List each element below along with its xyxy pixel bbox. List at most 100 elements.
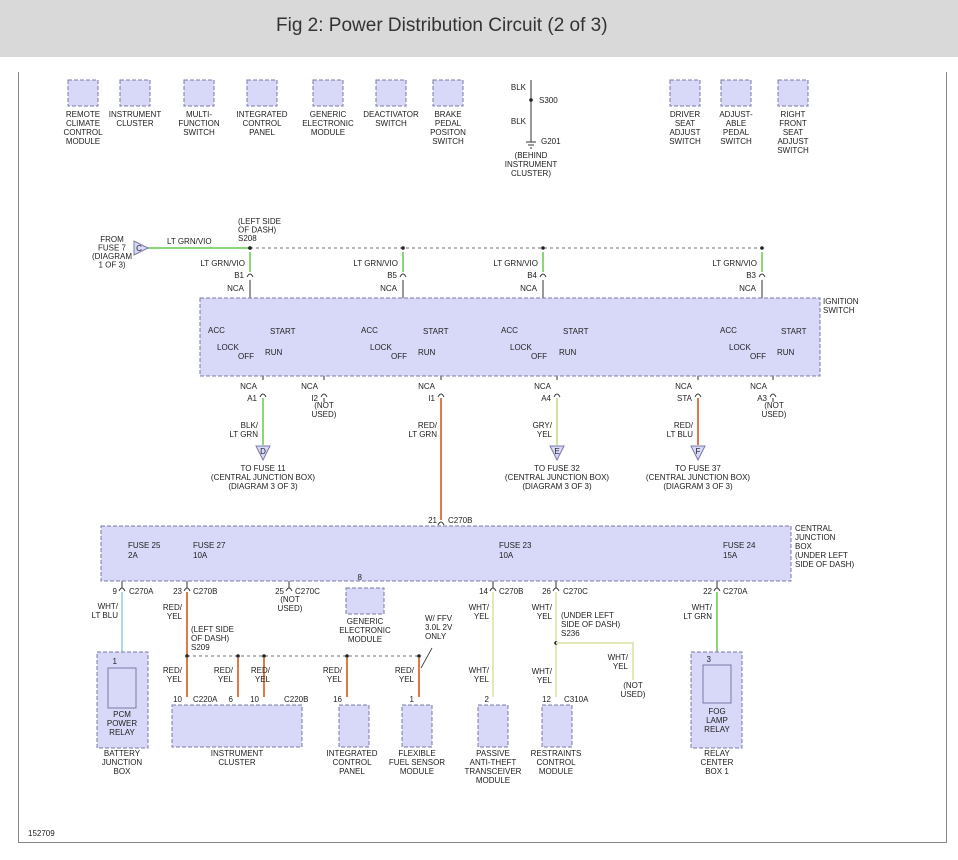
cjb-label: JUNCTION [795,533,836,542]
ignition-switch-label: SWITCH [823,306,855,315]
ignition-output-pin: A4 [541,394,551,403]
position-acc: ACC [361,326,378,335]
bus-tap-dot [248,246,252,250]
splice-s300 [529,98,533,102]
ffv-note: ONLY [425,632,447,641]
passive-anti-theft-label: ANTI-THEFT [470,758,517,767]
position-lock: LOCK [510,343,532,352]
ignition-input-pin: B1 [234,271,244,280]
cjb-connector-label: C270C [295,587,320,596]
nca-label: NCA [675,382,693,391]
position-run: RUN [559,348,577,357]
connector-c-letter: C [136,244,142,253]
cjb-label: BOX [795,542,813,551]
integrated-control-panel-label: INTEGRATED [327,749,378,758]
nca-label: NCA [750,382,768,391]
not-used-label: (NOT [623,681,643,690]
top-component-label: CLUSTER [116,119,154,128]
nca-label: NCA [301,382,319,391]
wire-wht-yel-color: WHT/ [532,603,553,612]
figure-number: 152709 [28,829,55,838]
position-run: RUN [265,348,283,357]
top-component-label: MODULE [311,128,345,137]
bus-tap-dot [401,246,405,250]
restraints-control-label: RESTRAINTS [531,749,582,758]
ground-location-note: CLUSTER) [511,169,551,178]
cjb-label: SIDE OF DASH) [795,560,854,569]
diagram-frame [18,72,947,843]
top-component-label: SWITCH [777,146,809,155]
module-pin: 3 [707,655,712,664]
top-component-label: GENERIC [310,110,347,119]
passive-anti-theft-box [477,704,509,748]
module-pin-connector: C220B [284,695,308,704]
ignition-output-pin: I1 [428,394,435,403]
top-component-box [777,79,809,107]
wire-wht-yel-color: YEL [613,662,629,671]
page-title: Fig 2: Power Distribution Circuit (2 of … [276,15,608,36]
cjb-connector-label: C270B [193,587,217,596]
top-component-label: SEAT [783,128,803,137]
wire-red-lt-grn-color: RED/ [418,421,438,430]
to-fuse-37-label: TO FUSE 37 [675,464,721,473]
top-component-label: ELECTRONIC [302,119,354,128]
cjb-pin: 23 [173,587,182,596]
ground-wire-color: BLK [511,83,527,92]
top-component-label: DEACTIVATOR [363,110,419,119]
wire-wht-yel-color: WHT/ [469,603,490,612]
wire-red-yel-color: RED/ [163,666,183,675]
top-component-label: MODULE [66,137,100,146]
wire-red-yel-color: YEL [327,675,343,684]
top-component-label: ADJUST [777,137,808,146]
position-acc: ACC [501,326,518,335]
to-fuse-32-label: TO FUSE 32 [534,464,580,473]
nca-label: NCA [380,284,398,293]
top-component-label: ABLE [726,119,746,128]
instrument-cluster-label: CLUSTER [218,758,256,767]
restraints-control-box [541,704,573,748]
central-junction-box [100,525,792,582]
wire-red-yel-color: RED/ [214,666,234,675]
ignition-input-connector [399,273,407,278]
feed-source-label: (DIAGRAM [92,252,132,261]
ground-location-note: INSTRUMENT [505,160,558,169]
connector-e-flag-letter: E [554,447,559,456]
to-fuse-11-label: TO FUSE 11 [240,464,286,473]
splice-s236-label: SIDE OF DASH) [561,620,620,629]
cjb-pin: 8 [358,573,363,582]
cjb-input-connector [437,521,445,526]
not-used-label: (NOT [280,595,300,604]
battery-junction-box-label: JUNCTION [102,758,143,767]
ground-g201-label: G201 [541,137,561,146]
top-component-label: POSITON [430,128,466,137]
top-component-label: INSTRUMENT [109,110,162,119]
generic-electronic-module-label: MODULE [348,635,382,644]
splice-s209-label: OF DASH) [191,634,230,643]
top-component-label: SWITCH [720,137,752,146]
instrument-cluster-label: INSTRUMENT [211,749,264,758]
wire-red-yel-color: YEL [167,612,183,621]
wire-blk-lt-grn-color: BLK/ [241,421,259,430]
passive-anti-theft-label: MODULE [476,776,510,785]
fog-lamp-relay-label: LAMP [706,716,728,725]
ignition-switch-label: IGNITION [823,297,859,306]
position-off: OFF [238,352,254,361]
cjb-input-pin: 21 [428,516,437,525]
bus-tap-dot [417,654,421,658]
connector-f-flag-letter: F [696,447,701,456]
top-component-label: SWITCH [375,119,407,128]
fuse-name: FUSE 23 [499,541,532,550]
nca-label: NCA [739,284,757,293]
ignition-output-connector [320,393,328,398]
position-lock: LOCK [729,343,751,352]
top-component-label: CONTROL [63,128,103,137]
wire-red-lt-blu-color: RED/ [674,421,694,430]
bus-tap-dot [541,246,545,250]
top-component-box [375,79,407,107]
ignition-feed-wire-color: LT GRN/VIO [353,259,398,268]
feed-wire-color: LT GRN/VIO [167,237,212,246]
wire-wht-yel-color: WHT/ [532,667,553,676]
fog-lamp-relay-box [702,664,732,704]
ignition-output-connector [259,393,267,398]
top-component-label: REMOTE [66,110,100,119]
